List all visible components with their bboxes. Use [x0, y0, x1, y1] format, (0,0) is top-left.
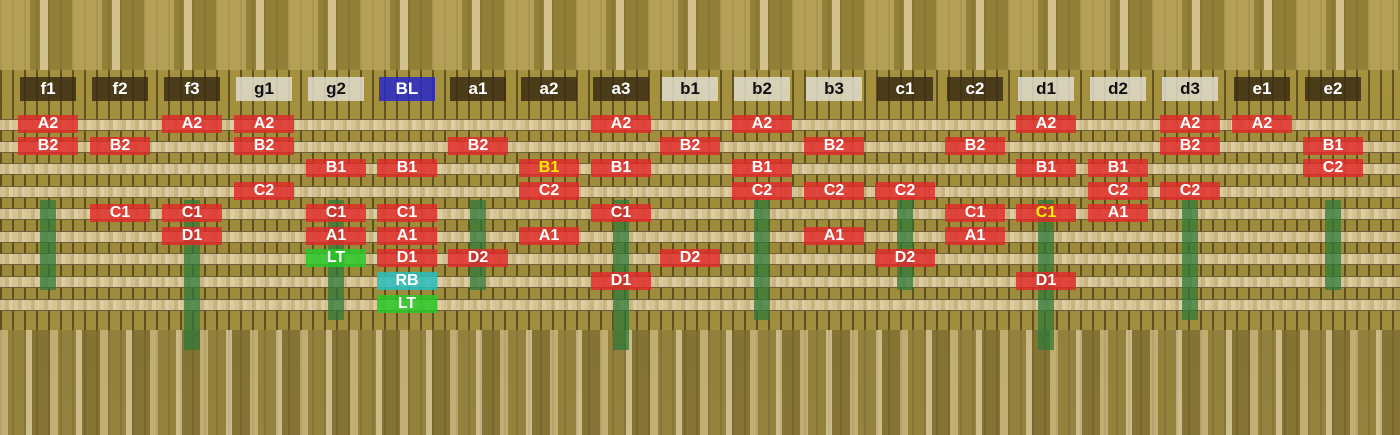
signal-label-d1-c1: C1 [1016, 204, 1076, 222]
signal-label-a2-b1: B1 [519, 159, 579, 177]
column-header-g2: g2 [308, 77, 364, 101]
signal-label-c1-c2: C2 [875, 182, 935, 200]
signal-label-b1-d2: D2 [660, 249, 720, 267]
signal-label-a3-c1: C1 [591, 204, 651, 222]
column-header-b1: b1 [662, 77, 718, 101]
diffusion-region [754, 200, 770, 320]
column-header-f3: f3 [164, 77, 220, 101]
signal-label-a3-a2: A2 [591, 115, 651, 133]
signal-label-f2-b2: B2 [90, 137, 150, 155]
signal-label-BL-a1: A1 [377, 227, 437, 245]
metal-wire-line [0, 186, 1400, 198]
diffusion-region [40, 200, 56, 290]
signal-label-BL-b1: B1 [377, 159, 437, 177]
signal-label-b1-b2: B2 [660, 137, 720, 155]
signal-label-f3-c1: C1 [162, 204, 222, 222]
die-bottom-area [0, 330, 1400, 435]
signal-label-b2-a2: A2 [732, 115, 792, 133]
signal-label-d1-d1: D1 [1016, 272, 1076, 290]
signal-label-d2-c2: C2 [1088, 182, 1148, 200]
signal-label-g2-c1: C1 [306, 204, 366, 222]
column-header-c2: c2 [947, 77, 1003, 101]
signal-label-BL-lt: LT [377, 295, 437, 313]
signal-label-c2-a1: A1 [945, 227, 1005, 245]
column-header-d3: d3 [1162, 77, 1218, 101]
column-header-e2: e2 [1305, 77, 1361, 101]
signal-label-a3-d1: D1 [591, 272, 651, 290]
signal-label-b2-c2: C2 [732, 182, 792, 200]
column-header-d2: d2 [1090, 77, 1146, 101]
column-header-d1: d1 [1018, 77, 1074, 101]
die-top-area [0, 0, 1400, 70]
signal-label-f1-a2: A2 [18, 115, 78, 133]
signal-label-d3-b2: B2 [1160, 137, 1220, 155]
column-header-e1: e1 [1234, 77, 1290, 101]
signal-label-g1-a2: A2 [234, 115, 294, 133]
signal-label-b3-c2: C2 [804, 182, 864, 200]
column-header-BL: BL [379, 77, 435, 101]
signal-label-a3-b1: B1 [591, 159, 651, 177]
diffusion-region [1325, 200, 1341, 290]
signal-label-b2-b1: B1 [732, 159, 792, 177]
signal-label-g1-b2: B2 [234, 137, 294, 155]
signal-label-BL-d1: D1 [377, 249, 437, 267]
column-header-c1: c1 [877, 77, 933, 101]
signal-label-d2-b1: B1 [1088, 159, 1148, 177]
signal-label-c1-d2: D2 [875, 249, 935, 267]
column-header-f1: f1 [20, 77, 76, 101]
signal-label-f1-b2: B2 [18, 137, 78, 155]
column-header-a2: a2 [521, 77, 577, 101]
signal-label-c2-b2: B2 [945, 137, 1005, 155]
diffusion-region [897, 200, 913, 290]
signal-label-f3-d1: D1 [162, 227, 222, 245]
signal-label-a1-b2: B2 [448, 137, 508, 155]
signal-label-BL-rb: RB [377, 272, 437, 290]
signal-label-b3-a1: A1 [804, 227, 864, 245]
signal-label-d1-a2: A2 [1016, 115, 1076, 133]
column-header-b3: b3 [806, 77, 862, 101]
metal-wire-line [0, 163, 1400, 175]
signal-label-a2-c2: C2 [519, 182, 579, 200]
diffusion-region [470, 200, 486, 290]
signal-label-g2-b1: B1 [306, 159, 366, 177]
signal-label-e2-b1: B1 [1303, 137, 1363, 155]
column-header-f2: f2 [92, 77, 148, 101]
signal-label-g2-a1: A1 [306, 227, 366, 245]
column-header-g1: g1 [236, 77, 292, 101]
signal-label-c2-c1: C1 [945, 204, 1005, 222]
signal-label-b3-b2: B2 [804, 137, 864, 155]
diffusion-region [1182, 200, 1198, 320]
signal-label-f3-a2: A2 [162, 115, 222, 133]
signal-label-a1-d2: D2 [448, 249, 508, 267]
signal-label-g1-c2: C2 [234, 182, 294, 200]
signal-label-g2-lt: LT [306, 249, 366, 267]
signal-label-a2-a1: A1 [519, 227, 579, 245]
signal-label-e1-a2: A2 [1232, 115, 1292, 133]
signal-label-BL-c1: C1 [377, 204, 437, 222]
signal-label-f2-c1: C1 [90, 204, 150, 222]
column-header-b2: b2 [734, 77, 790, 101]
column-header-a1: a1 [450, 77, 506, 101]
signal-label-d2-a1: A1 [1088, 204, 1148, 222]
column-header-a3: a3 [593, 77, 649, 101]
signal-label-d1-b1: B1 [1016, 159, 1076, 177]
diffusion-region [184, 200, 200, 350]
signal-label-e2-c2: C2 [1303, 159, 1363, 177]
signal-label-d3-a2: A2 [1160, 115, 1220, 133]
signal-label-d3-c2: C2 [1160, 182, 1220, 200]
